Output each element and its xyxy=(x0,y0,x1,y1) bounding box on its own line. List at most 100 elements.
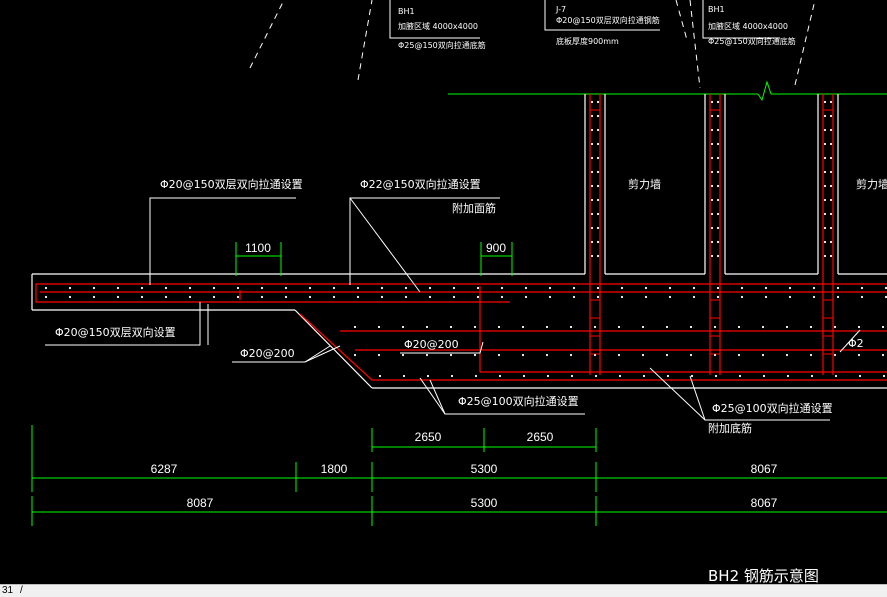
rebar-dot xyxy=(884,286,887,290)
rebar-dot xyxy=(546,374,550,378)
rebar-dot xyxy=(710,100,714,104)
bottom-bar-25-right-label: Φ25@100双向拉通设置 xyxy=(712,401,833,415)
rebar-dot xyxy=(164,286,168,290)
rebar-dot xyxy=(690,374,694,378)
slope-bar-label: Φ20@200 xyxy=(240,347,295,360)
rebar-dot xyxy=(710,156,714,160)
rebar-dot xyxy=(860,295,864,299)
rebar-dot xyxy=(666,374,670,378)
bh1-right-line3: Φ25@150双向拉通底筋 xyxy=(708,36,796,46)
rebar-dot xyxy=(521,353,525,357)
rebar-dot xyxy=(212,286,216,290)
command-status-bar[interactable]: 31 / xyxy=(0,584,887,597)
rebar-dot xyxy=(710,254,714,258)
right-bar-partial-label: Φ2 xyxy=(848,337,864,350)
rebar-dot xyxy=(44,295,48,299)
rebar-dot xyxy=(829,240,833,244)
rebar-dot xyxy=(812,286,816,290)
rebar-dot xyxy=(590,156,594,160)
rebar-dot xyxy=(740,286,744,290)
rebar-dot xyxy=(140,295,144,299)
rebar-dot xyxy=(618,374,622,378)
rebar-dot xyxy=(788,295,792,299)
rebar-dot xyxy=(497,325,501,329)
rebar-dot xyxy=(68,286,72,290)
rebar-dot xyxy=(498,374,502,378)
rebar-dot xyxy=(473,325,477,329)
rebar-dot xyxy=(786,374,790,378)
rebar-dot xyxy=(788,286,792,290)
dim-900: 900 xyxy=(486,241,506,255)
rebar-dot xyxy=(829,114,833,118)
rebar-dot xyxy=(92,286,96,290)
rebar-dot xyxy=(308,295,312,299)
command-prompt[interactable]: / xyxy=(20,585,23,596)
dim-row2-a: 6287 xyxy=(151,462,178,476)
rebar-dot xyxy=(452,295,456,299)
rebar-dot xyxy=(620,295,624,299)
rebar-dot xyxy=(593,325,597,329)
middle-bar-label: Φ20@200 xyxy=(404,338,459,351)
rebar-dot xyxy=(829,254,833,258)
rebar-dot xyxy=(812,295,816,299)
rebar-dot xyxy=(665,325,669,329)
rebar-dot xyxy=(596,240,600,244)
rebar-dot xyxy=(572,295,576,299)
rebar-dot xyxy=(882,374,886,378)
rebar-dot xyxy=(188,286,192,290)
rebar-dot xyxy=(829,128,833,132)
rebar-lines xyxy=(35,94,887,381)
rebar-dot xyxy=(596,254,600,258)
rebar-dot xyxy=(545,353,549,357)
rebar-dot xyxy=(810,374,814,378)
rebar-dot xyxy=(809,353,813,357)
rebar-dot xyxy=(590,114,594,118)
rebar-dot xyxy=(823,184,827,188)
rebar-dot xyxy=(710,114,714,118)
rebar-dot xyxy=(596,198,600,202)
rebar-dot xyxy=(860,286,864,290)
rebar-dot xyxy=(378,374,382,378)
rebar-dot xyxy=(570,374,574,378)
rebar-dot xyxy=(823,226,827,230)
rebar-dot xyxy=(692,295,696,299)
rebar-dot xyxy=(590,170,594,174)
rebar-dot xyxy=(590,142,594,146)
rebar-dot xyxy=(522,374,526,378)
shear-wall-1-label: 剪力墙 xyxy=(628,177,661,191)
rebar-dot xyxy=(590,254,594,258)
dimension-chains xyxy=(31,425,887,526)
rebar-dot xyxy=(617,353,621,357)
rebar-dot xyxy=(714,374,718,378)
bh1-left-line3: Φ25@150双向拉通底筋 xyxy=(398,40,486,50)
rebar-dot xyxy=(761,353,765,357)
top-leader-lines xyxy=(249,0,816,89)
rebar-dot xyxy=(884,295,887,299)
rebar-dot xyxy=(92,295,96,299)
rebar-dot xyxy=(356,286,360,290)
rebar-dot xyxy=(474,374,478,378)
bottom-bar-25-label: Φ25@100双向拉通设置 xyxy=(458,394,579,408)
rebar-dot xyxy=(68,295,72,299)
bottom-slab-bars-label: Φ20@150双层双向设置 xyxy=(55,325,176,339)
rebar-dot xyxy=(689,353,693,357)
rebar-dot xyxy=(668,295,672,299)
rebar-dot xyxy=(716,142,720,146)
rebar-dot xyxy=(716,156,720,160)
rebar-dot xyxy=(829,100,833,104)
rebar-dot xyxy=(710,142,714,146)
rebar-dot xyxy=(716,170,720,174)
rebar-dot xyxy=(785,325,789,329)
rebar-dot xyxy=(829,198,833,202)
rebar-dot xyxy=(596,100,600,104)
rebar-dot xyxy=(829,212,833,216)
rebar-dot xyxy=(572,286,576,290)
slab-dimensions xyxy=(235,242,513,276)
additional-top-bar-label: 附加面筋 xyxy=(452,201,496,215)
rebar-dot xyxy=(716,254,720,258)
rebar-dot xyxy=(308,286,312,290)
rebar-dot xyxy=(737,353,741,357)
rebar-dot xyxy=(500,295,504,299)
dim-row2-b: 1800 xyxy=(321,462,348,476)
cad-drawing-canvas[interactable]: BH1 加腋区域 4000x4000 Φ25@150双向拉通底筋 J-7 Φ20… xyxy=(0,0,887,584)
